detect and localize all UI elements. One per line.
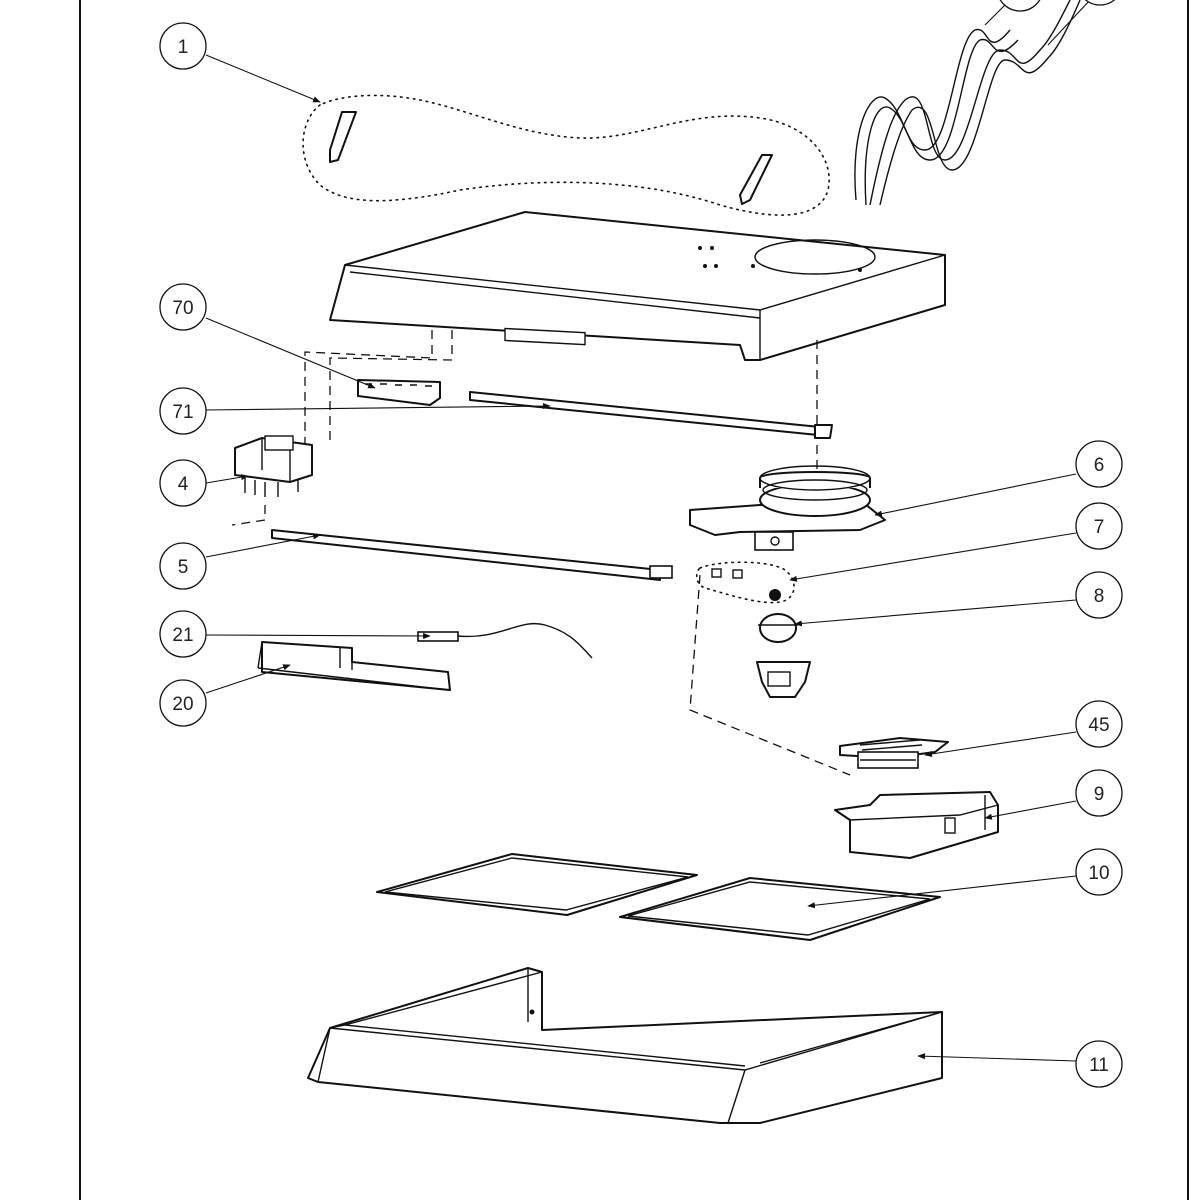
part-motor-collar [689, 465, 886, 551]
callout-71: 71 [159, 387, 207, 435]
callout-1: 1 [159, 22, 207, 70]
callout-label: 4 [178, 474, 189, 495]
callout-10: 10 [1075, 848, 1123, 896]
callout-5: 5 [159, 542, 207, 590]
callout-label: 8 [1094, 586, 1105, 607]
part-connector-block [695, 561, 795, 604]
callout-label: 21 [172, 625, 193, 646]
callout-label: 45 [1088, 715, 1109, 736]
callout-45: 45 [1075, 700, 1123, 748]
callout-label: 5 [178, 557, 189, 578]
part-hood-body [329, 211, 946, 361]
part-handles [302, 94, 830, 216]
callout-11: 11 [1075, 1040, 1123, 1088]
part-motor [756, 589, 811, 698]
part-flex-duct [854, 0, 1091, 206]
part-bottom-frame [307, 967, 943, 1124]
assembly-dashed-lines [231, 330, 851, 776]
part-switch [357, 379, 441, 406]
part-channel [257, 641, 451, 691]
callout-label: 7 [1094, 517, 1105, 538]
callout-label: 70 [172, 298, 193, 319]
part-filter-right [619, 877, 941, 941]
callout-8: 8 [1075, 571, 1123, 619]
callout-9: 9 [1075, 769, 1123, 817]
callout-partial-top-1 [999, 0, 1041, 12]
callout-70: 70 [159, 283, 207, 331]
callout-partial-top-2 [1084, 0, 1116, 6]
callout-4: 4 [159, 459, 207, 507]
callout-label: 10 [1088, 863, 1109, 884]
part-transformer [234, 435, 313, 497]
part-control-board [839, 737, 949, 769]
callout-label: 6 [1094, 455, 1105, 476]
callout-label: 11 [1089, 1055, 1109, 1076]
callout-label: 1 [178, 37, 189, 58]
callout-label: 9 [1094, 784, 1105, 805]
callout-7: 7 [1075, 502, 1123, 550]
callout-21: 21 [159, 610, 207, 658]
callout-label: 71 [172, 402, 193, 423]
part-wire [417, 623, 593, 659]
part-filter-left [376, 853, 698, 916]
callout-20: 20 [159, 679, 207, 727]
callout-6: 6 [1075, 440, 1123, 488]
leader-lines [205, 54, 1077, 1062]
part-lamp-bar [271, 529, 673, 581]
part-rail-71 [469, 391, 833, 439]
part-lower-housing [834, 791, 999, 859]
callout-label: 20 [172, 694, 193, 715]
